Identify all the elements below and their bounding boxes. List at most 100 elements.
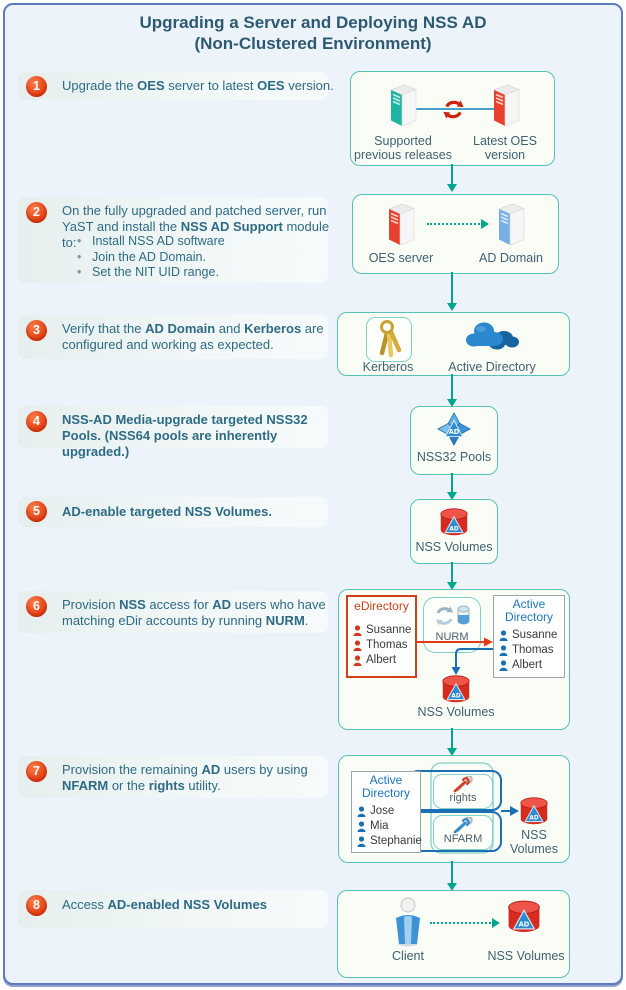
svg-text:AD: AD	[449, 526, 458, 532]
bullet-item: Join the AD Domain.	[75, 250, 335, 266]
connector-line	[411, 108, 495, 110]
step-1-bar: 1 Upgrade the OES server to latest OES v…	[18, 72, 334, 100]
keys-icon	[372, 319, 406, 364]
active-directory-users: Susanne Thomas Albert	[499, 628, 557, 673]
step-5-text: AD-enable targeted NSS Volumes.	[62, 504, 272, 519]
active-directory-cloud-icon	[464, 319, 520, 360]
server-icon-latest-oes	[486, 82, 526, 133]
flow-arrow-1	[447, 164, 457, 192]
step-6-bar: 6 Provision NSS access for AD users who …	[18, 591, 328, 633]
label-client: Client	[392, 949, 424, 963]
client-person-icon	[391, 897, 425, 952]
user-icon-red	[353, 640, 362, 651]
flow-arrow-5	[447, 562, 457, 590]
label-latest-oes-version: Latest OES version	[473, 134, 537, 162]
nss-volume-icon: AD	[437, 507, 471, 542]
nurm-tile: NURM	[423, 597, 481, 653]
bullet-item: Set the NIT UID range.	[75, 265, 335, 281]
diagram-box-1: Supported previous releases Latest OES v…	[350, 71, 555, 166]
diagram-box-7: rights NFARM Active Directory Jose Mia S…	[338, 755, 570, 863]
user-icon-red	[353, 655, 362, 666]
step-2-bar: 2 On the fully upgraded and patched serv…	[18, 197, 329, 283]
label-oes-server: OES server	[368, 251, 434, 265]
user-name: Jose	[370, 805, 395, 817]
user-name: Susanne	[366, 624, 412, 636]
user-name: Thomas	[512, 644, 554, 656]
user-name: Albert	[366, 654, 397, 666]
flow-arrow-6	[447, 728, 457, 756]
step-8-bar: 8 Access AD-enabled NSS Volumes	[18, 890, 328, 928]
dotted-arrow-join-domain	[427, 219, 489, 229]
box6-connectors	[413, 637, 493, 675]
step-8-number: 8	[26, 895, 47, 916]
kerberos-tile	[366, 317, 412, 362]
user-name: Susanne	[512, 629, 558, 641]
server-icon-ad-domain	[491, 201, 531, 252]
user-item: Jose	[357, 804, 422, 819]
step-4-bar: 4 NSS-AD Media-upgrade targeted NSS32 Po…	[18, 406, 328, 459]
user-icon-blue	[499, 645, 508, 656]
label-kerberos: Kerberos	[362, 360, 414, 374]
svg-text:AD: AD	[529, 815, 538, 821]
label-rights: rights	[449, 792, 477, 804]
nfarm-tile: NFARM	[433, 815, 493, 850]
user-icon-blue	[357, 806, 366, 817]
nss32-pool-icon: AD	[437, 412, 471, 451]
flow-arrow-2	[447, 272, 457, 311]
user-item: Mia	[357, 819, 422, 834]
step-2-number: 2	[26, 202, 47, 223]
flow-arrow-4	[447, 473, 457, 500]
diagram-box-3: Kerberos Active Directory	[337, 312, 570, 376]
user-icon-blue	[499, 660, 508, 671]
user-item: Susanne	[499, 628, 557, 643]
upgrade-sync-icon	[442, 98, 465, 126]
diagram-box-5: AD NSS Volumes	[410, 499, 498, 564]
label-active-directory: Active Directory	[448, 360, 536, 374]
step-8-text: Access AD-enabled NSS Volumes	[62, 897, 267, 912]
bullet-item: Install NSS AD software	[75, 234, 335, 250]
step-5-number: 5	[26, 501, 47, 522]
user-icon-blue	[357, 836, 366, 847]
user-item: Susanne	[353, 623, 411, 638]
svg-text:AD: AD	[519, 920, 530, 928]
step-3-bar: 3 Verify that the AD Domain and Kerberos…	[18, 315, 328, 359]
flow-arrow-7	[447, 861, 457, 891]
user-item: Thomas	[353, 638, 411, 653]
step-5-bar: 5 AD-enable targeted NSS Volumes.	[18, 497, 328, 527]
label-nss32-pools: NSS32 Pools	[416, 450, 492, 464]
active-directory-title: Active Directory	[504, 597, 553, 624]
label-ad-domain: AD Domain	[479, 251, 543, 265]
active-directory-title: Active Directory	[361, 773, 410, 800]
nurm-sync-icon	[432, 603, 472, 634]
step-2-text: On the fully upgraded and patched server…	[62, 203, 330, 250]
server-icon-oes	[381, 201, 421, 252]
flow-arrow-3	[447, 374, 457, 407]
diagram-box-4: AD NSS32 Pools	[410, 406, 498, 475]
nss-volume-icon: AD	[504, 899, 544, 939]
active-directory-box: Active Directory Jose Mia Stephanie	[351, 771, 422, 853]
nfarm-tools-icon	[452, 816, 474, 839]
user-name: Thomas	[366, 639, 408, 651]
diagram-box-8: AD Client NSS Volumes	[337, 890, 570, 978]
step-1-number: 1	[26, 76, 47, 97]
user-icon-blue	[357, 821, 366, 832]
label-nss-volumes: NSS Volumes	[487, 949, 565, 963]
active-directory-box: Active Directory Susanne Thomas Albert	[493, 595, 565, 678]
svg-text:AD: AD	[451, 693, 460, 699]
step-6-text: Provision NSS access for AD users who ha…	[62, 597, 326, 628]
nss-volume-icon: AD	[517, 796, 551, 831]
step-7-bar: 7 Provision the remaining AD users by us…	[18, 756, 328, 798]
rights-tile: rights	[433, 774, 493, 809]
step-7-text: Provision the remaining AD users by usin…	[62, 762, 308, 793]
diagram-box-2: OES server AD Domain	[352, 194, 559, 274]
user-item: Albert	[353, 653, 411, 668]
page-subtitle: (Non-Clustered Environment)	[194, 34, 432, 53]
edirectory-box: eDirectory Susanne Thomas Albert	[346, 595, 417, 678]
edirectory-title: eDirectory	[354, 599, 409, 613]
rights-tools-icon	[452, 775, 474, 798]
active-directory-users: Jose Mia Stephanie	[357, 804, 422, 849]
nss-volume-icon: AD	[439, 674, 473, 709]
step-1-text: Upgrade the OES server to latest OES ver…	[62, 78, 334, 93]
step-2-bullets: Install NSS AD software Join the AD Doma…	[75, 234, 335, 281]
